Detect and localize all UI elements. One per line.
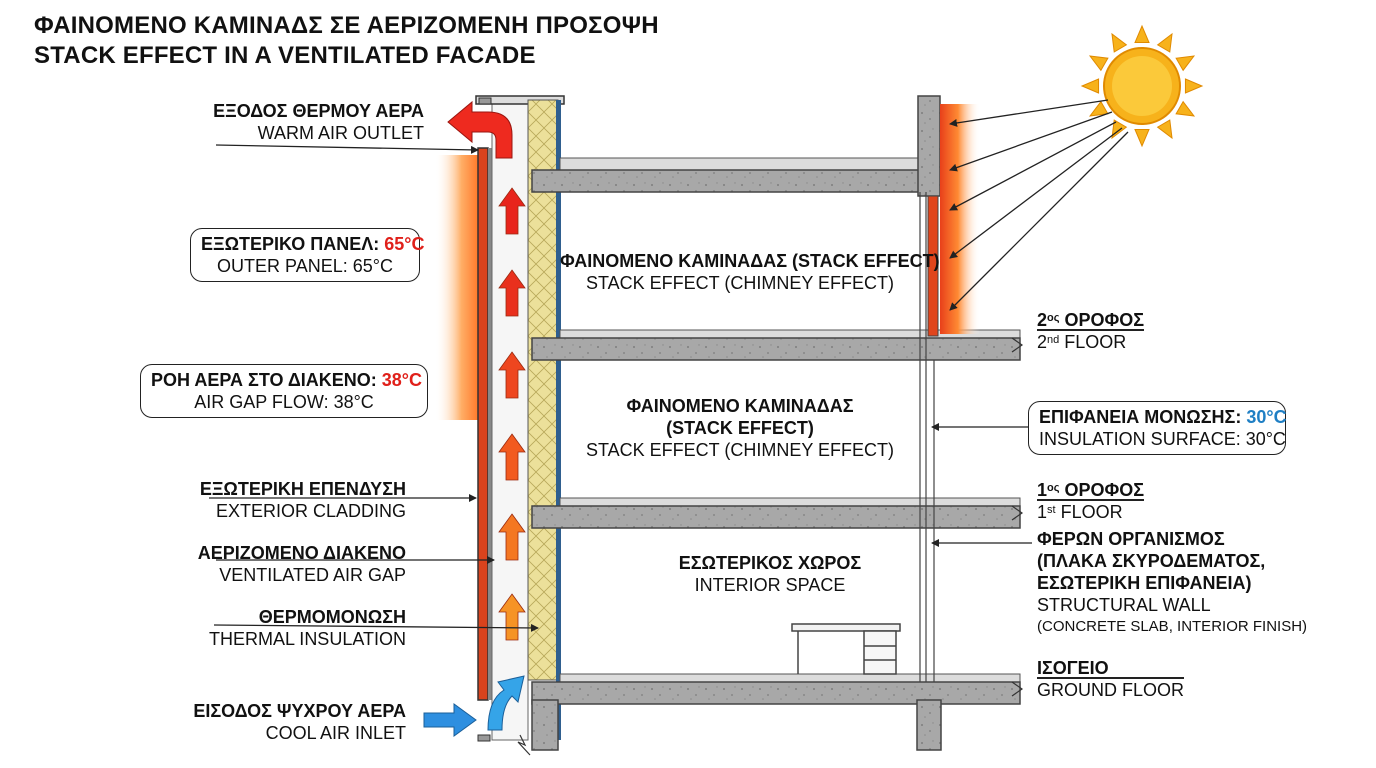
second-floor-label: 2ος ΟΡΟΦΟΣ 2nd FLOOR: [1037, 310, 1145, 352]
warm-air-arrow-icon: [447, 100, 513, 159]
structural-wall-label: ΦΕΡΩΝ ΟΡΓΑΝΙΣΜΟΣ (ΠΛΑΚΑ ΣΚΥΡΟΔΕΜΑΤΟΣ, ΕΣ…: [1037, 529, 1308, 635]
solar-radiation-lines: [949, 99, 1129, 311]
sun-icon: [1080, 24, 1204, 148]
cool-air-inlet-label: ΕΙΣΟΔΟΣ ΨΥΧΡΟΥ ΑΕΡΑ COOL AIR INLET: [193, 701, 406, 743]
floor2-stack-effect-label: ΦΑΙΝΟΜΕΝΟ ΚΑΜΙΝΑΔΑΣ (STACK EFFECT) STACK…: [585, 396, 894, 460]
exterior-cladding-label: ΕΞΩΤΕΡΙΚΗ ΕΠΕΝΔΥΣΗ EXTERIOR CLADDING: [199, 479, 406, 521]
leader-lines: [209, 144, 1032, 632]
sun-ray-icon: [1088, 100, 1109, 117]
up-arrow-icon: [498, 269, 526, 317]
desk-icon: [791, 623, 901, 675]
sun-ray-icon: [1134, 128, 1150, 148]
sun-ray-icon: [1175, 100, 1196, 117]
ventilated-air-gap-label: ΑΕΡΙΖΟΜΕΝΟ ΔΙΑΚΕΝΟ VENTILATED AIR GAP: [197, 543, 406, 585]
thermal-insulation-label: ΘΕΡΜΟΜΟΝΩΣΗ THERMAL INSULATION: [208, 607, 406, 649]
bottom-bracket: [477, 734, 491, 742]
outer-panel-heat-glow: [435, 155, 483, 420]
up-arrow-icon: [498, 433, 526, 481]
right-hot-panel: [927, 195, 939, 337]
sun-ray-icon: [1175, 55, 1196, 72]
outer-panel-callout: ΕΞΩΤΕΡΙΚΟ ΠΑΝΕΛ: 65°C OUTER PANEL: 65°C: [190, 228, 424, 282]
right-parapet: [917, 95, 941, 197]
sun-ray-icon: [1080, 78, 1100, 94]
page-title-greek: ΦΑΙΝΟΜΕΝΟ ΚΑΜΙΝΑΔΣ ΣΕ ΑΕΡΙΖΟΜΕΝΗ ΠΡΟΣΟΨΗ: [34, 12, 659, 39]
sun-ray-icon: [1111, 32, 1128, 53]
top-cap-bracket: [478, 97, 492, 105]
up-arrow-icon: [498, 351, 526, 399]
sun-ray-icon: [1088, 55, 1109, 72]
cool-air-arrow-icon: [423, 675, 525, 737]
thermal-insulation: [527, 99, 559, 681]
sun-ray-icon: [1156, 119, 1173, 140]
insulation-membrane: [556, 100, 561, 740]
up-arrow-icon: [498, 593, 526, 641]
ground-floor-label: ΙΣΟΓΕΙΟ GROUND FLOOR: [1037, 658, 1185, 700]
floor-slabs: [517, 157, 1024, 756]
cladding-rail: [488, 148, 492, 700]
sun-ray-icon: [1156, 32, 1173, 53]
warm-air-outlet-label: ΕΞΟΔΟΣ ΘΕΡΜΟΥ ΑΕΡΑ WARM AIR OUTLET: [213, 101, 424, 143]
sun-ray-icon: [1134, 24, 1150, 44]
air-gap-flow-arrows: [498, 187, 526, 641]
right-structural-wall: [919, 192, 935, 682]
interior-space-label: ΕΣΩΤΕΡΙΚΟΣ ΧΩΡΟΣ INTERIOR SPACE: [678, 553, 862, 595]
first-floor-label: 1ος ΟΡΟΦΟΣ 1st FLOOR: [1037, 480, 1145, 522]
up-arrow-icon: [498, 513, 526, 561]
insulation-surface-callout: ΕΠΙΦΑΝΕΙΑ ΜΟΝΩΣΗΣ: 30°C INSULATION SURFA…: [1028, 401, 1287, 455]
page-title-english: STACK EFFECT IN A VENTILATED FACADE: [34, 42, 536, 69]
sun-ray-icon: [1184, 78, 1204, 94]
air-gap-flow-callout: ΡΟΗ ΑΕΡΑ ΣΤΟ ΔΙΑΚΕΝΟ: 38°C AIR GAP FLOW:…: [140, 364, 428, 418]
up-arrow-icon: [498, 187, 526, 235]
floor3-stack-effect-label: ΦΑΙΝΟΜΕΝΟ ΚΑΜΙΝΑΔΑΣ (STACK EFFECT) STACK…: [560, 251, 940, 293]
right-facade-heat-glow: [940, 104, 980, 334]
exterior-cladding-panel: [477, 147, 489, 701]
top-cap: [475, 95, 565, 105]
